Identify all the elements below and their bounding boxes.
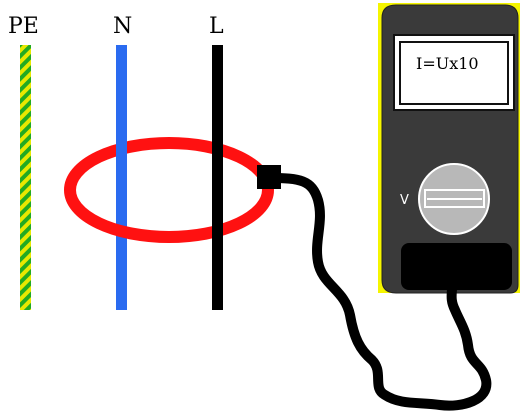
clamp-ring	[64, 137, 274, 243]
meter: I=Ux10 V	[378, 3, 520, 294]
rotary-dial[interactable]	[418, 163, 490, 235]
n-wire	[116, 45, 127, 310]
n-label: N	[113, 14, 132, 39]
l-label: L	[209, 14, 224, 39]
meter-display	[399, 41, 509, 105]
pe-wire	[20, 45, 31, 310]
mode-label: V	[400, 193, 409, 208]
clamp-connector	[257, 165, 281, 189]
pe-label: PE	[8, 14, 39, 39]
meter-jack	[401, 243, 512, 290]
n-wire-front	[116, 140, 127, 162]
lead-cable	[265, 173, 492, 411]
meter-display-text: I=Ux10	[416, 54, 479, 73]
l-wire	[212, 45, 223, 310]
